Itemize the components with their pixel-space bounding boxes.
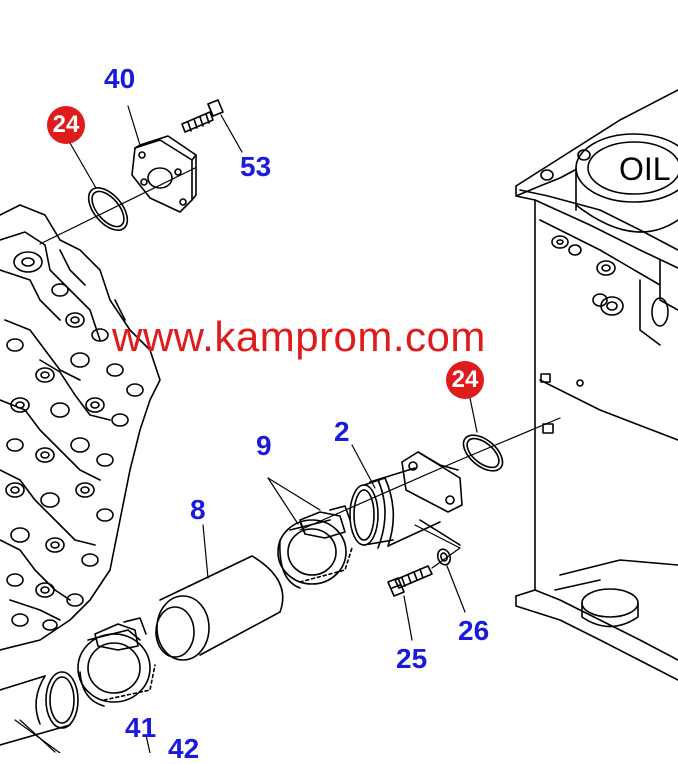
callout-53: 53	[240, 151, 272, 182]
callout-2: 2	[334, 416, 350, 447]
callout-25: 25	[396, 643, 428, 674]
callout-26: 26	[458, 615, 490, 646]
callout-42: 42	[168, 733, 200, 764]
callout-40: 40	[104, 63, 136, 94]
watermark-text: www.kamprom.com	[112, 313, 486, 360]
bolt-25	[387, 565, 433, 597]
hydraulic-tank	[515, 89, 678, 681]
callout-badge-24-right: 24	[446, 361, 484, 399]
pipe-42	[0, 671, 79, 753]
control-valve-block	[0, 204, 161, 651]
bolt-53	[181, 99, 224, 133]
tank-oil-label: OIL	[619, 151, 671, 187]
hose-8	[155, 555, 284, 661]
callout-badge-24-upper: 24	[47, 106, 85, 144]
o-ring-24-right	[462, 434, 504, 472]
hose-clamp-9	[277, 505, 353, 589]
flange-40	[131, 135, 197, 213]
callout-41: 41	[125, 712, 157, 743]
pipe-2	[349, 451, 463, 549]
hose-clamp-41	[77, 617, 156, 707]
o-ring-24-upper	[87, 187, 129, 231]
callout-8: 8	[190, 494, 206, 525]
callout-9: 9	[256, 430, 272, 461]
